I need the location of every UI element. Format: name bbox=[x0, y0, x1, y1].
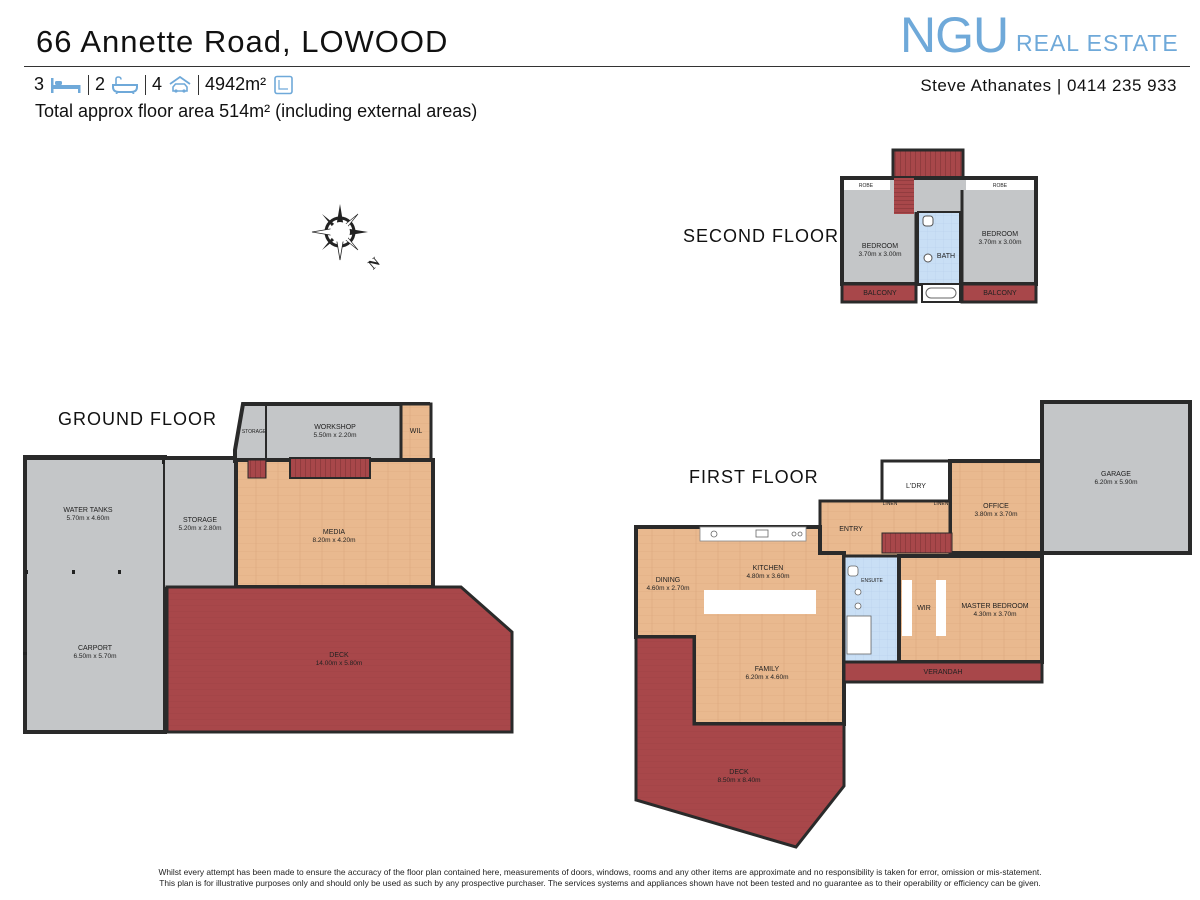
disclaimer: Whilst every attempt has been made to en… bbox=[100, 867, 1100, 889]
room-label-storage-dim: 5.20m x 2.80m bbox=[179, 525, 222, 532]
room-label-media: MEDIA bbox=[323, 529, 346, 536]
bathroom-count: 2 bbox=[95, 74, 106, 94]
room-label-office-dim: 3.80m x 3.70m bbox=[975, 511, 1018, 518]
first-floor-stairs bbox=[881, 532, 953, 554]
balcony-left bbox=[840, 282, 918, 304]
property-address: 66 Annette Road, LOWOOD bbox=[36, 24, 449, 59]
bedroom-count: 3 bbox=[34, 74, 45, 94]
room-label-balcony-left: BALCONY bbox=[863, 290, 897, 297]
brand-logo: NGU bbox=[900, 7, 1009, 63]
land-area: 4942m² bbox=[205, 74, 267, 94]
room-label-deck-dim: 8.50m x 8.40m bbox=[718, 777, 761, 784]
room-label-deck: DECK bbox=[729, 769, 749, 776]
disclaimer-line-2: This plan is for illustrative purposes o… bbox=[159, 878, 1041, 888]
ground-floor-label: GROUND FLOOR bbox=[58, 409, 218, 429]
car-count: 4 bbox=[152, 74, 163, 94]
room-label-wir: WIR bbox=[917, 605, 931, 612]
wir-shelf-right bbox=[936, 580, 946, 636]
kitchen-island bbox=[704, 590, 816, 614]
room-label-linen1: LINEN bbox=[883, 501, 898, 507]
first-floor-label: FIRST FLOOR bbox=[689, 467, 819, 487]
bath-icon bbox=[112, 75, 139, 94]
room-label-robe-right: ROBE bbox=[993, 183, 1008, 189]
disclaimer-line-1: Whilst every attempt has been made to en… bbox=[158, 867, 1042, 877]
ground-stairs-small bbox=[247, 459, 267, 479]
room-label-verandah: VERANDAH bbox=[924, 669, 963, 676]
room-label-wil: WIL bbox=[410, 428, 423, 435]
second-floor-plan: ROBE ROBE BEDROOM 3.70m x 3.00m BEDROOM … bbox=[840, 148, 1038, 304]
room-label-dining: DINING bbox=[656, 577, 681, 584]
verandah bbox=[842, 660, 1044, 684]
room-label-balcony-right: BALCONY bbox=[983, 290, 1017, 297]
room-label-garage-dim: 6.20m x 5.90m bbox=[1095, 479, 1138, 486]
room-label-bedroom-right: BEDROOM bbox=[982, 231, 1018, 238]
room-label-master: MASTER BEDROOM bbox=[961, 603, 1028, 610]
room-label-garage: GARAGE bbox=[1101, 471, 1131, 478]
room-label-linen2: LINEN bbox=[934, 501, 949, 507]
compass-icon bbox=[311, 204, 368, 261]
room-label-bedroom-left-dim: 3.70m x 3.00m bbox=[859, 251, 902, 258]
room-label-bath: BATH bbox=[937, 253, 955, 260]
room-label-workshop: WORKSHOP bbox=[314, 424, 356, 431]
stat-separator bbox=[88, 74, 90, 95]
bathtub bbox=[921, 283, 961, 303]
office-room bbox=[948, 459, 1044, 555]
room-label-deck-dim: 14.00m x 5.80m bbox=[316, 660, 363, 667]
water-tanks-carport bbox=[23, 455, 167, 734]
room-label-family-dim: 6.20m x 4.60m bbox=[746, 674, 789, 681]
media-room bbox=[234, 458, 435, 589]
total-floor-area: Total approx floor area 514m² (including… bbox=[35, 101, 478, 121]
room-label-office: OFFICE bbox=[983, 503, 1009, 510]
storage-area bbox=[165, 460, 237, 587]
room-label-dining-dim: 4.60m x 2.70m bbox=[647, 585, 690, 592]
ground-stairs bbox=[289, 457, 371, 479]
room-label-bedroom-left: BEDROOM bbox=[862, 243, 898, 250]
agent-contact: Steve Athanates | 0414 235 933 bbox=[920, 76, 1177, 95]
room-label-storage-small: STORAGE bbox=[242, 429, 267, 435]
room-label-entry: ENTRY bbox=[839, 526, 863, 533]
garage bbox=[1040, 400, 1192, 555]
room-label-carport: CARPORT bbox=[78, 645, 113, 652]
room-label-storage: STORAGE bbox=[183, 517, 217, 524]
land-area-icon bbox=[274, 75, 293, 94]
room-label-master-dim: 4.30m x 3.70m bbox=[974, 611, 1017, 618]
room-label-carport-dim: 6.50m x 5.70m bbox=[74, 653, 117, 660]
room-label-water-tanks: WATER TANKS bbox=[63, 507, 112, 514]
room-label-media-dim: 8.20m x 4.20m bbox=[313, 537, 356, 544]
balcony-right bbox=[960, 282, 1038, 304]
robe-right bbox=[966, 180, 1034, 190]
property-stats: 3 2 4 4942m² bbox=[34, 74, 296, 95]
compass-north-letter: N bbox=[366, 255, 383, 273]
room-label-family: FAMILY bbox=[755, 666, 780, 673]
ground-deck bbox=[165, 585, 514, 734]
stat-separator bbox=[145, 74, 147, 95]
internal-stairs bbox=[894, 178, 914, 214]
car-garage-icon bbox=[169, 75, 191, 93]
wir-shelf-left bbox=[902, 580, 912, 636]
room-label-kitchen-dim: 4.80m x 3.60m bbox=[747, 573, 790, 580]
stat-separator bbox=[198, 74, 200, 95]
first-floor-deck bbox=[634, 635, 846, 849]
room-label-workshop-dim: 5.50m x 2.20m bbox=[314, 432, 357, 439]
room-label-ensuite: ENSUITE bbox=[861, 578, 883, 584]
bed-icon bbox=[51, 77, 81, 93]
room-label-bedroom-right-dim: 3.70m x 3.00m bbox=[979, 239, 1022, 246]
ground-floor-plan: WATER TANKS 5.70m x 4.60m STORAGE 5.20m … bbox=[23, 402, 514, 734]
kitchen-bench bbox=[699, 526, 807, 542]
second-floor-label: SECOND FLOOR bbox=[683, 226, 840, 246]
master-bedroom bbox=[897, 554, 1044, 664]
room-label-kitchen: KITCHEN bbox=[753, 565, 784, 572]
robe-left bbox=[844, 180, 890, 190]
room-label-laundry: L'DRY bbox=[906, 483, 926, 490]
room-label-robe-left: ROBE bbox=[859, 183, 874, 189]
header-divider bbox=[24, 66, 1190, 67]
room-label-water-tanks-dim: 5.70m x 4.60m bbox=[67, 515, 110, 522]
first-floor-plan: GARAGE 6.20m x 5.90m L'DRY LINEN LINEN O… bbox=[634, 400, 1192, 849]
brand-logo-subtitle: REAL ESTATE bbox=[1016, 30, 1179, 56]
room-label-deck: DECK bbox=[329, 652, 349, 659]
